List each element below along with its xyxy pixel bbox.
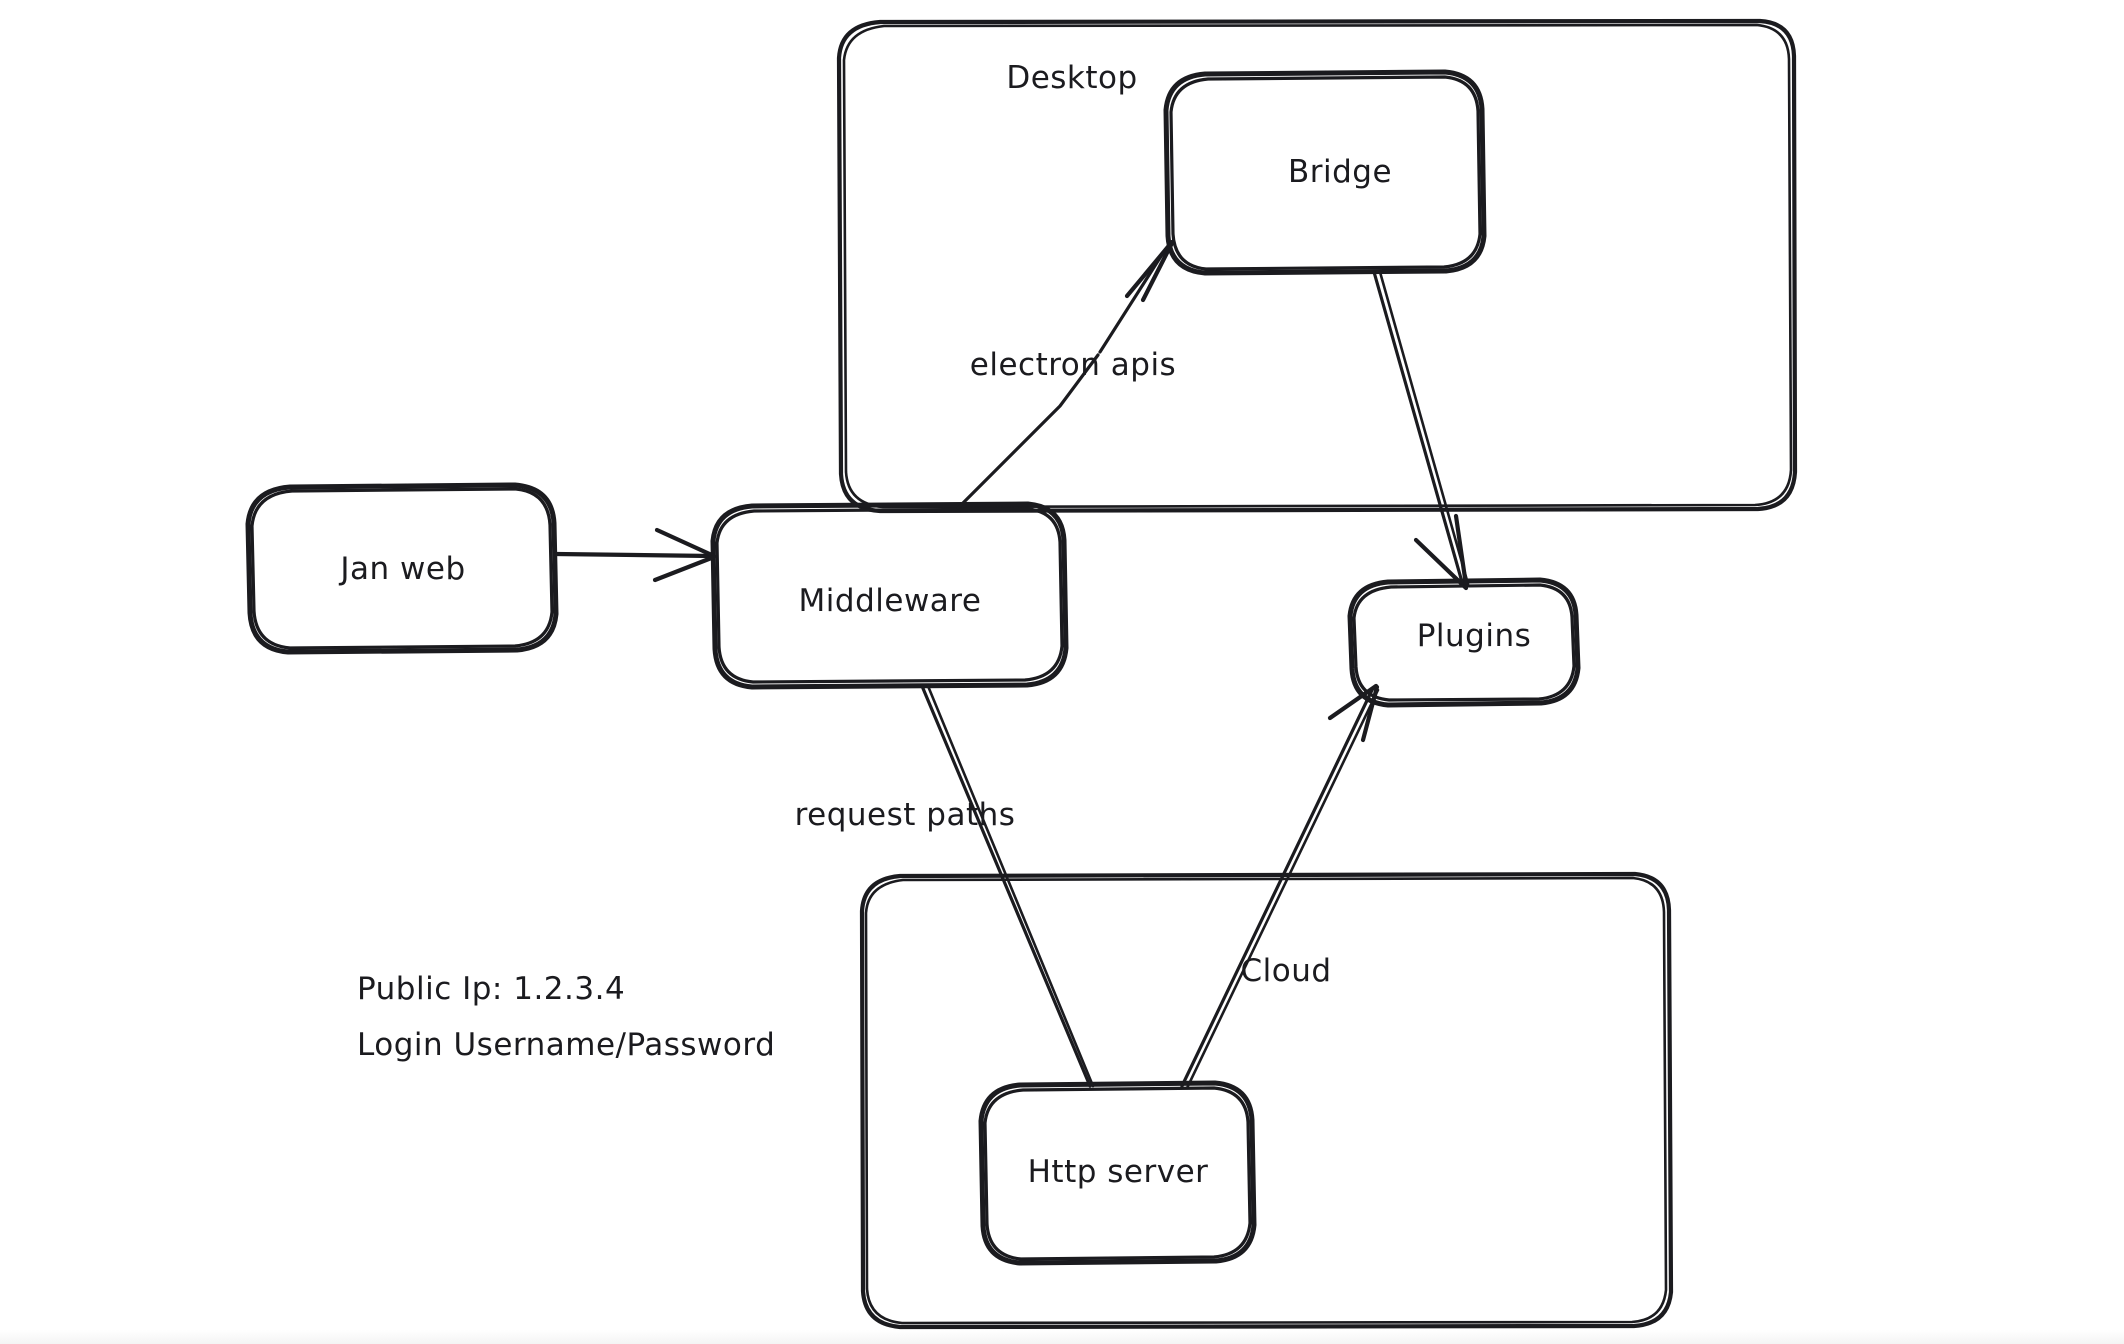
node-label-plugins[interactable]: Plugins (1416, 618, 1532, 654)
edge-middleware-to-http-server (920, 684, 1095, 1088)
node-middleware-shape (710, 501, 1069, 690)
note-login-credentials: Login Username/Password (357, 1027, 776, 1063)
edge-middleware-to-bridge (956, 239, 1175, 510)
edge-label-cloud: Cloud (1240, 953, 1332, 989)
node-jan-web-shape (245, 482, 559, 655)
node-http-server-shape (978, 1080, 1257, 1266)
edge-http-server-to-plugins (1180, 683, 1380, 1090)
edge-bridge-to-plugins (1372, 270, 1470, 591)
node-label-jan-web[interactable]: Jan web (340, 551, 466, 587)
edge-label-electron-apis: electron apis (969, 347, 1177, 383)
node-bridge-shape (1163, 69, 1487, 276)
node-label-bridge[interactable]: Bridge (1287, 154, 1393, 190)
canvas-bottom-edge (0, 1330, 2124, 1344)
node-label-http-server[interactable]: Http server (1027, 1154, 1209, 1190)
note-public-ip: Public Ip: 1.2.3.4 (357, 971, 626, 1007)
group-desktop-frame (836, 18, 1798, 514)
node-label-middleware[interactable]: Middleware (798, 583, 982, 619)
group-label-desktop: Desktop (1006, 60, 1138, 96)
node-plugins-shape (1347, 577, 1581, 708)
group-cloud-frame (859, 871, 1674, 1330)
edge-label-request-paths: request paths (794, 797, 1016, 833)
edge-jan-web-to-middleware (553, 527, 717, 583)
